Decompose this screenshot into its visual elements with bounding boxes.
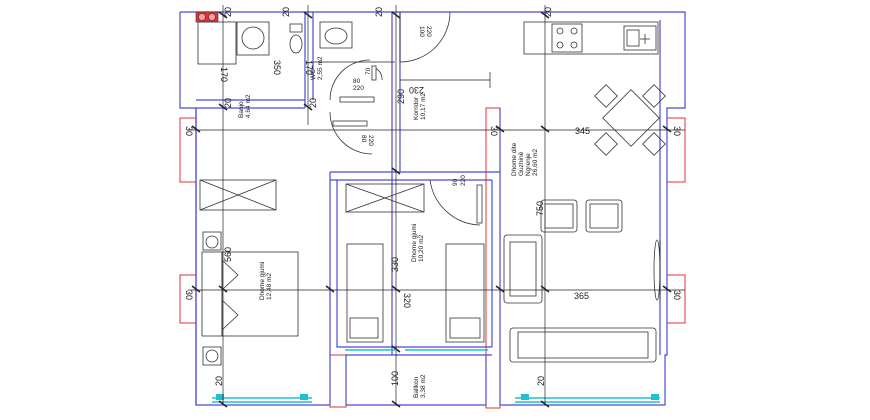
dim-350: 350 bbox=[272, 60, 282, 75]
room-ditte-area: 26,60 m2 bbox=[532, 149, 539, 176]
dim-345: 345 bbox=[575, 126, 590, 136]
dimension-ticks bbox=[191, 11, 672, 408]
dim-320: 320 bbox=[402, 293, 412, 308]
dim-20-h: 20 bbox=[536, 376, 546, 386]
dim-20-c: 20 bbox=[374, 7, 384, 17]
window-markers bbox=[216, 394, 659, 400]
dim-330: 330 bbox=[390, 257, 400, 272]
tv-icon bbox=[653, 239, 661, 301]
windows bbox=[212, 349, 660, 403]
dim-20-g: 20 bbox=[214, 376, 224, 386]
dim-230: 230 bbox=[409, 85, 424, 95]
doors bbox=[329, 11, 481, 226]
single-bed-icon bbox=[346, 243, 485, 343]
dim-20-b: 20 bbox=[281, 7, 291, 17]
room-wc-name: WC bbox=[310, 69, 317, 80]
room-korridor-name: Korridor bbox=[413, 96, 420, 120]
svg-text:220: 220 bbox=[460, 175, 467, 186]
kitchen-counter bbox=[523, 21, 659, 55]
room-gjumi1-area: 12,48 m2 bbox=[266, 273, 273, 300]
radiator-icon bbox=[195, 11, 219, 23]
svg-text:80: 80 bbox=[360, 135, 367, 143]
room-ditte-name1: Dhome dite bbox=[511, 142, 518, 176]
toilet-icon bbox=[289, 23, 303, 54]
washing-machine-icon bbox=[236, 21, 270, 56]
bathtub-icon bbox=[197, 21, 237, 65]
dim-30-b: 30 bbox=[489, 126, 499, 136]
sofa-icon bbox=[503, 234, 657, 363]
dim-290: 290 bbox=[396, 89, 406, 104]
room-labels: Banjo 4,64 m2 WC 2,55 m2 Korridor 10,17 … bbox=[238, 56, 539, 398]
walls bbox=[179, 11, 686, 406]
dim-20-f: 20 bbox=[308, 98, 318, 108]
wardrobe-icon-2 bbox=[345, 183, 425, 213]
door-labels: 100 220 80 220 80 220 90 220 70 bbox=[353, 26, 467, 186]
sink-icon bbox=[319, 21, 353, 49]
armchair-icon bbox=[540, 199, 623, 233]
room-ditte-name3: Ngrenje bbox=[525, 153, 532, 176]
dim-30-e: 30 bbox=[672, 290, 682, 300]
room-wc-area: 2,55 m2 bbox=[317, 56, 324, 80]
dim-560: 560 bbox=[223, 247, 233, 262]
red-frame bbox=[179, 107, 686, 409]
wardrobe-icon bbox=[199, 179, 277, 211]
dim-20-a: 20 bbox=[223, 7, 233, 17]
stove-icon bbox=[551, 23, 583, 53]
dim-100: 100 bbox=[390, 371, 400, 386]
dim-750: 750 bbox=[535, 201, 545, 216]
room-ballkon-area: 3,38 m2 bbox=[420, 374, 427, 398]
dim-170-b: 170 bbox=[304, 60, 314, 75]
svg-text:90: 90 bbox=[452, 178, 459, 186]
room-banjo-name: Banjo bbox=[238, 101, 245, 118]
svg-text:100: 100 bbox=[418, 26, 425, 37]
dim-170-a: 170 bbox=[219, 67, 229, 82]
dim-30-a: 30 bbox=[184, 126, 194, 136]
room-ditte-name2: Guzhinë bbox=[518, 151, 525, 176]
kitchen-sink-icon bbox=[623, 25, 657, 51]
dimension-labels: 20 20 20 20 170 350 170 20 20 290 230 34… bbox=[184, 7, 682, 386]
dim-20-d: 20 bbox=[543, 7, 553, 17]
room-gjumi2-name: Dhome gjumi bbox=[411, 224, 418, 262]
bed-icon bbox=[201, 231, 299, 366]
dim-365: 365 bbox=[574, 291, 589, 301]
door-leaves bbox=[332, 65, 483, 224]
svg-text:220: 220 bbox=[367, 135, 374, 146]
svg-text:80: 80 bbox=[353, 78, 361, 85]
dimension-lines bbox=[188, 5, 685, 405]
svg-text:220: 220 bbox=[353, 85, 364, 92]
room-ballkon-name: Ballkon bbox=[413, 376, 420, 398]
dining-table-icon bbox=[594, 84, 666, 156]
svg-text:220: 220 bbox=[425, 26, 432, 37]
dim-30-c: 30 bbox=[672, 126, 682, 136]
dim-20-e: 20 bbox=[223, 98, 233, 108]
room-gjumi2-area: 10,20 m2 bbox=[418, 235, 425, 262]
room-korridor-area: 10,17 m2 bbox=[420, 93, 427, 120]
room-gjumi1-name: Dhome gjumi bbox=[259, 262, 266, 300]
room-banjo-area: 4,64 m2 bbox=[245, 94, 252, 118]
dim-30-d: 30 bbox=[184, 290, 194, 300]
svg-text:70: 70 bbox=[365, 67, 372, 75]
